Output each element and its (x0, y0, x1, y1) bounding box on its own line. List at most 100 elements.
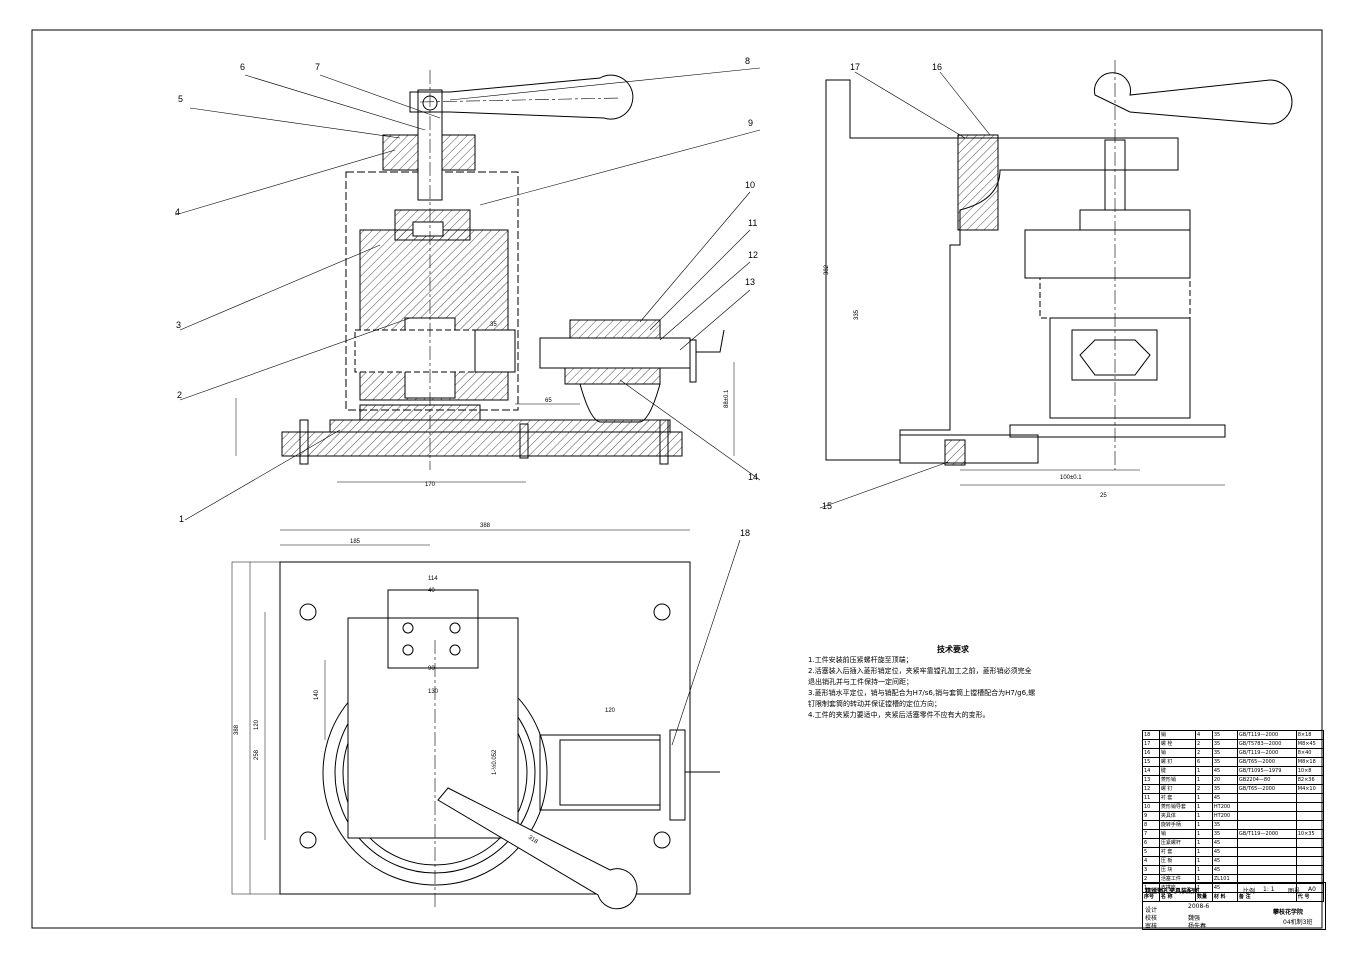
balloon-10: 10 (745, 180, 755, 190)
table-cell: 1 (1195, 838, 1213, 848)
dim-plan-185: 185 (350, 539, 361, 545)
table-cell (1236, 793, 1297, 803)
table-cell: 17 (1142, 739, 1160, 749)
balloon-11: 11 (748, 218, 757, 228)
review-label: 审核 (1145, 923, 1158, 930)
school: 攀枝花学院 (1273, 909, 1304, 916)
table-cell: GB/T65—2000 (1236, 757, 1297, 767)
table-cell (1295, 802, 1325, 812)
table-cell: 1 (1195, 820, 1213, 830)
table-cell: 14 (1142, 766, 1160, 776)
table-cell: GB/T119—2000 (1236, 730, 1297, 740)
table-cell: 8 (1142, 820, 1160, 830)
table-cell: 82×36 (1295, 775, 1325, 785)
tech-line: 2.活塞装入后插入菱形销定位，夹紧牢靠镗孔加工之前，菱形销必须完全 (808, 667, 1032, 675)
table-cell: M8×45 (1295, 739, 1325, 749)
scale-label: 比例 (1243, 888, 1256, 895)
sheet-value: A0 (1308, 886, 1316, 893)
table-cell: 键 (1158, 766, 1197, 776)
dim-front-88: 88±0.1 (724, 389, 730, 408)
dim-plan-140: 140 (314, 689, 320, 700)
table-cell: M8×18 (1295, 757, 1325, 767)
table-cell: 8×18 (1295, 730, 1325, 740)
table-cell: 夹具体 (1158, 811, 1197, 821)
table-cell: 4 (1142, 856, 1160, 866)
table-cell: GB/T65—2000 (1236, 784, 1297, 794)
table-cell: 2 (1195, 748, 1213, 758)
table-cell: 45 (1211, 793, 1238, 803)
check-label: 校核 (1145, 915, 1158, 922)
balloon-9: 9 (748, 118, 753, 128)
drawing-name: 精镗销孔夹具装配图 (1145, 888, 1200, 895)
design-date: 2008-6 (1188, 903, 1210, 910)
table-header-cell: 名 称 (1158, 892, 1197, 902)
table-cell: 12 (1142, 784, 1160, 794)
table-cell: 1 (1195, 829, 1213, 839)
table-cell: 13 (1142, 775, 1160, 785)
table-cell (1295, 865, 1325, 875)
table-cell: 2 (1195, 784, 1213, 794)
balloon-8: 8 (745, 56, 750, 66)
reviewer: 杨先春 (1188, 923, 1207, 930)
balloon-4: 4 (175, 207, 180, 217)
tech-heading: 技术要求 (937, 645, 969, 654)
dim-side-382: 382 (824, 264, 830, 275)
table-cell: 5 (1142, 847, 1160, 857)
table-cell: 销 (1158, 829, 1197, 839)
table-cell: 压 板 (1158, 856, 1197, 866)
table-cell: 10 (1142, 802, 1160, 812)
table-cell (1236, 820, 1297, 830)
table-cell (1236, 811, 1297, 821)
tech-line: 4.工件的夹紧力要适中，夹紧后活塞零件不应有大的变形。 (808, 711, 990, 719)
table-cell (1236, 865, 1297, 875)
table-cell: 衬 套 (1158, 793, 1197, 803)
dim-plan-90: 90 (428, 666, 435, 672)
plan-view (231, 529, 741, 910)
table-cell: 10×8 (1295, 766, 1325, 776)
table-cell: 45 (1211, 838, 1238, 848)
table-cell: 11 (1142, 793, 1160, 803)
table-cell: GB2204—80 (1236, 775, 1297, 785)
table-cell: 销 (1158, 730, 1197, 740)
outer-border (31, 29, 1323, 929)
table-cell: 压紧螺杆 (1158, 838, 1197, 848)
front-view (235, 70, 735, 483)
dim-side-25: 25 (1100, 493, 1107, 499)
balloon-15: 15 (822, 501, 832, 511)
dim-plan-258: 258 (254, 749, 260, 760)
dim-plan-130: 130 (428, 689, 439, 695)
table-cell: 45 (1211, 766, 1238, 776)
table-cell: 4 (1195, 730, 1213, 740)
class: 04机制3班 (1283, 919, 1313, 926)
table-cell: 2 (1195, 739, 1213, 749)
dim-plan-388: 388 (480, 523, 491, 529)
table-cell: 1 (1195, 775, 1213, 785)
table-cell: 衬 套 (1158, 847, 1197, 857)
table-cell: GB/T119—2000 (1236, 829, 1297, 839)
balloon-16: 16 (932, 62, 942, 72)
tech-line: 3.菱形销水平定位，销与销配合为H7/s6,销与套筒上镗槽配合为H7/g6,螺 (808, 689, 1036, 697)
table-cell: GB/T5783—2000 (1236, 739, 1297, 749)
balloon-5: 5 (178, 94, 183, 104)
table-cell: 45 (1211, 847, 1238, 857)
tech-line: 钉限制套筒的转动并保证镗槽的定位方向； (808, 700, 941, 708)
table-cell: 1 (1195, 856, 1213, 866)
table-cell: 10×35 (1295, 829, 1325, 839)
tech-line: 退出销孔并与工件保持一定间距； (808, 678, 913, 686)
table-cell: 螺 栓 (1158, 739, 1197, 749)
table-cell (1236, 847, 1297, 857)
dim-front-170: 170 (425, 482, 436, 488)
table-cell (1236, 856, 1297, 866)
